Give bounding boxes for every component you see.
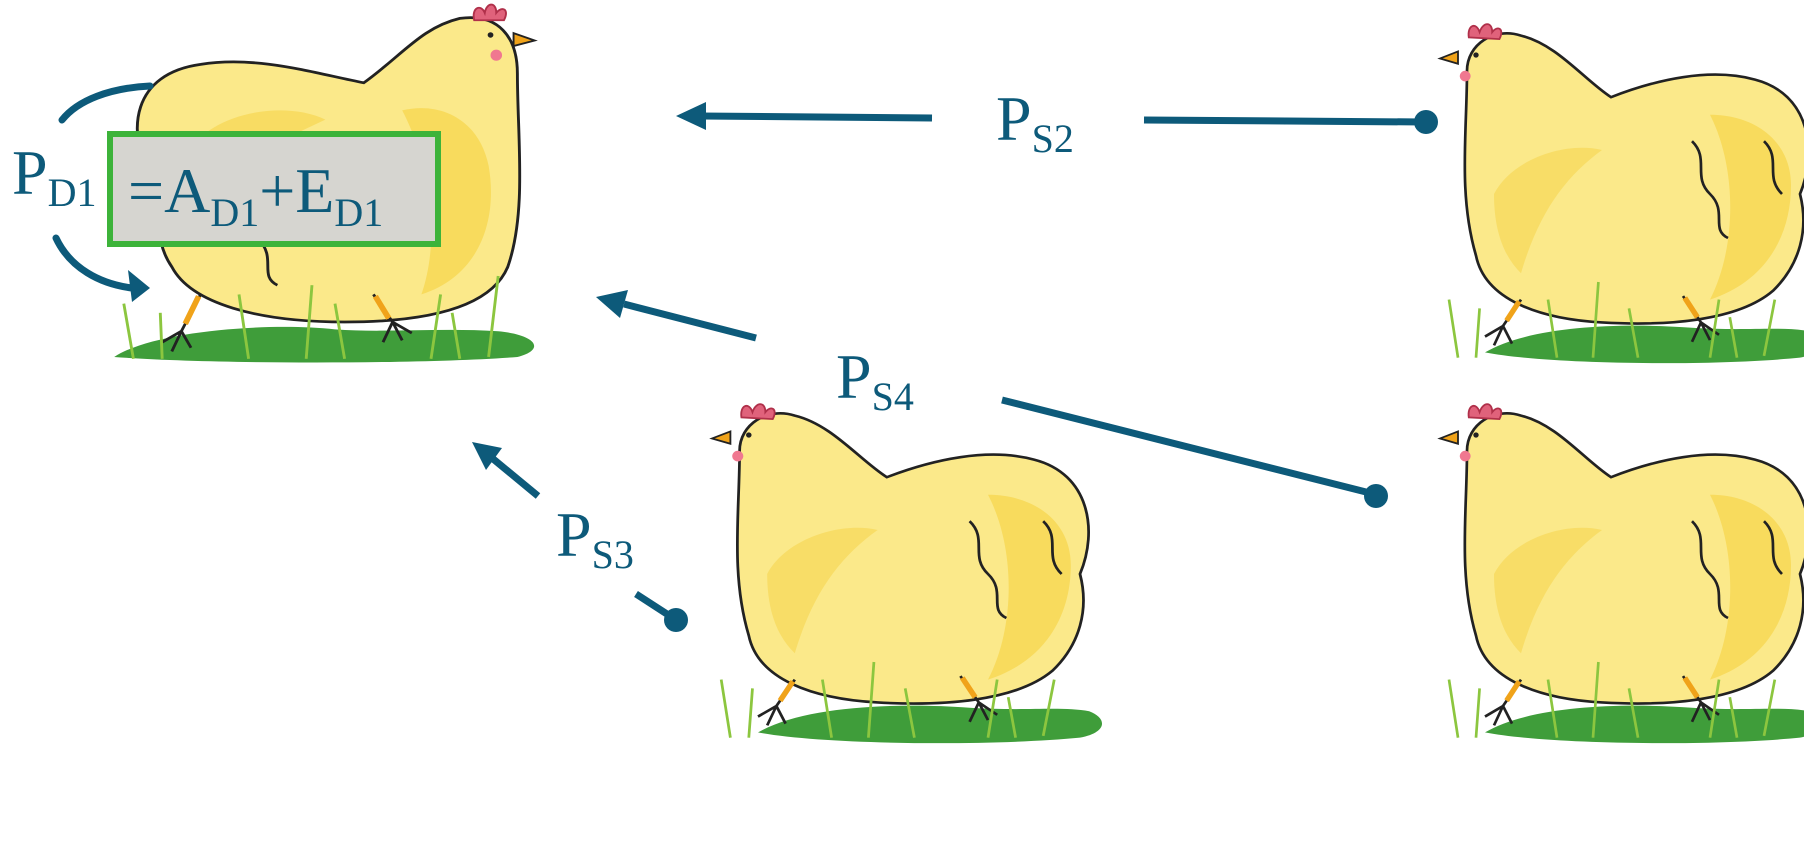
arrow-ps3-head-segment bbox=[492, 458, 538, 496]
label-ps4: PS4 bbox=[836, 341, 914, 419]
arrow-ps2-head-segment bbox=[700, 116, 932, 118]
arrow-ps4-arrowhead bbox=[596, 290, 628, 318]
arrow-ps4-head-segment bbox=[624, 304, 756, 338]
hen-icon bbox=[1440, 24, 1804, 363]
arrow-ps2-tail-dot bbox=[1414, 110, 1438, 134]
hen-icon bbox=[712, 404, 1102, 743]
label-pd1: PD1 bbox=[12, 137, 96, 215]
label-ps2: PS2 bbox=[996, 83, 1074, 161]
label-ps3: PS3 bbox=[556, 499, 634, 577]
self-loop-arrowhead bbox=[128, 270, 150, 302]
arrow-ps3-tail-dot bbox=[664, 608, 688, 632]
arrow-ps4-tail-dot bbox=[1364, 484, 1388, 508]
self-loop-top bbox=[62, 86, 150, 120]
arrow-ps2-tail-segment bbox=[1144, 120, 1424, 122]
arrow-ps2-arrowhead bbox=[676, 102, 706, 130]
arrow-ps3-tail-segment bbox=[636, 594, 670, 616]
hen-icon bbox=[1440, 404, 1804, 743]
